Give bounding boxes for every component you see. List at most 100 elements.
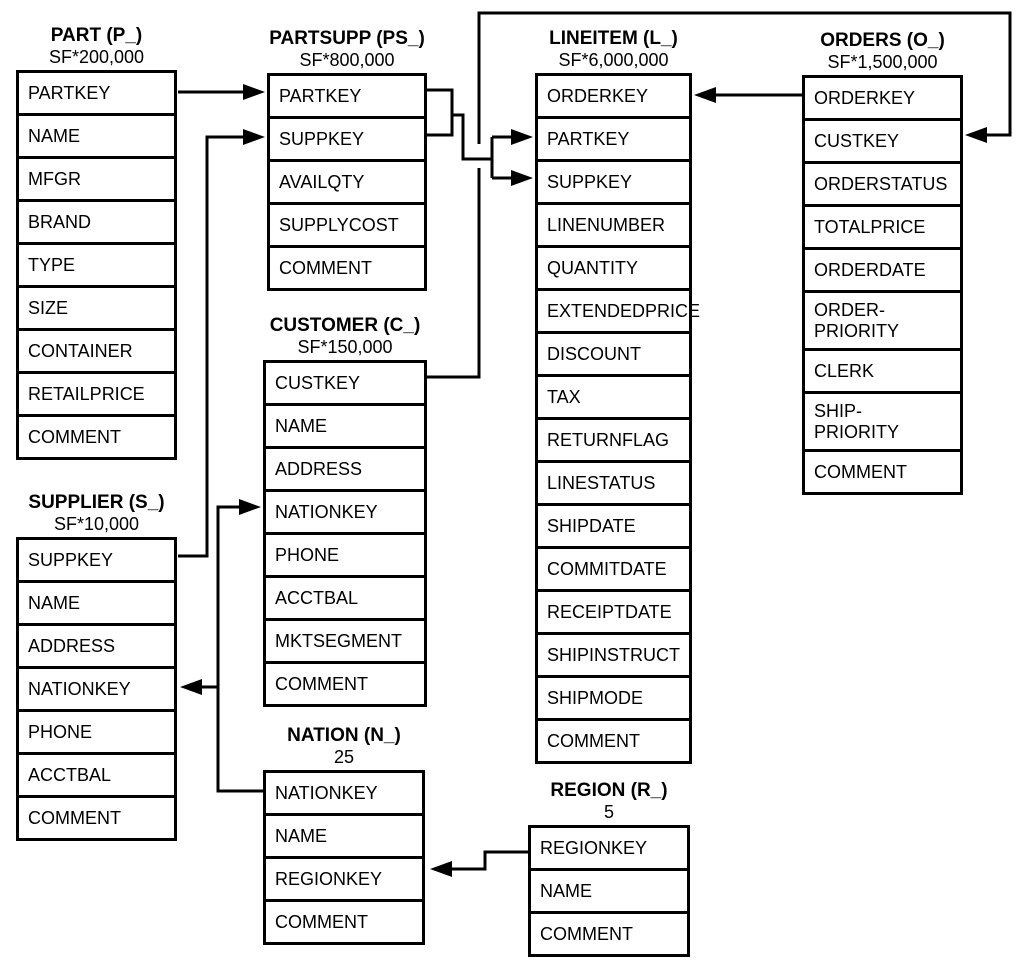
table-row: RETAILPRICE <box>19 371 174 414</box>
column-label: PARTKEY <box>279 85 362 106</box>
table-row: SUPPKEY <box>19 540 174 580</box>
table-row: NAME <box>19 113 174 156</box>
table-title: LINEITEM (L_) <box>549 28 678 49</box>
column-label: ORDERKEY <box>547 85 649 106</box>
table-row: TYPE <box>19 242 174 285</box>
column-label: COMMENT <box>814 461 907 482</box>
table-row: COMMENT <box>266 661 424 704</box>
column-label: MKTSEGMENT <box>275 630 403 651</box>
column-label: TOTALPRICE <box>814 216 926 237</box>
column-label: NAME <box>275 415 328 436</box>
column-label: DISCOUNT <box>547 343 641 364</box>
table-title: NATION (N_) <box>287 725 401 746</box>
table-row: NATIONKEY <box>19 666 174 709</box>
table-row: TOTALPRICE <box>805 204 960 247</box>
column-label: ADDRESS <box>275 458 363 479</box>
table-row: COMMITDATE <box>538 546 689 589</box>
table-row: RECEIPTDATE <box>538 589 689 632</box>
table-row: PARTKEY <box>538 116 689 159</box>
table-row: NAME <box>19 580 174 623</box>
table-row: SIZE <box>19 285 174 328</box>
arrowhead-lineitem-suppkey <box>511 170 533 186</box>
table-row: CUSTKEY <box>805 118 960 161</box>
table-row: ORDER- PRIORITY <box>805 290 960 348</box>
table-title: REGION (R_) <box>550 780 668 801</box>
column-label: PARTKEY <box>547 128 630 149</box>
column-label: PARTKEY <box>28 82 111 103</box>
table-row: NAME <box>266 813 422 856</box>
table-row: ORDERKEY <box>538 76 689 116</box>
table-row: SUPPLYCOST <box>270 202 424 245</box>
table-row: DISCOUNT <box>538 331 689 374</box>
table-title: SUPPLIER (S_) <box>28 492 165 513</box>
column-label: COMMENT <box>275 673 368 694</box>
arrowhead-lineitem-partkey <box>511 129 533 145</box>
column-label: ACCTBAL <box>275 587 359 608</box>
table-row: RETURNFLAG <box>538 417 689 460</box>
table-row: SHIP- PRIORITY <box>805 391 960 449</box>
table-row: SHIPMODE <box>538 675 689 718</box>
column-label: NATIONKEY <box>275 501 378 522</box>
wire-supplier-partsupp <box>178 135 243 558</box>
table-cardinality: SF*1,500,000 <box>827 52 938 72</box>
table-row: PARTKEY <box>19 73 174 113</box>
column-label: QUANTITY <box>547 257 639 278</box>
table-row: NAME <box>266 403 424 446</box>
column-label: SIZE <box>28 297 69 318</box>
column-label: ORDERKEY <box>814 87 916 108</box>
column-label: COMMITDATE <box>547 558 667 579</box>
arrowhead-customer-nationkey <box>239 499 261 515</box>
arrowhead-partsupp-suppkey <box>243 129 265 145</box>
column-label: CUSTKEY <box>275 372 361 393</box>
column-label: SUPPKEY <box>279 128 365 149</box>
column-label: REGIONKEY <box>540 837 648 858</box>
column-label: NAME <box>275 825 328 846</box>
column-label: COMMENT <box>275 911 368 932</box>
column-label: NAME <box>28 592 81 613</box>
column-label: ORDERSTATUS <box>814 173 948 194</box>
table-row: ORDERKEY <box>805 78 960 118</box>
column-label: COMMENT <box>28 807 121 828</box>
table-row: LINENUMBER <box>538 202 689 245</box>
column-label: ORDERDATE <box>814 259 926 280</box>
table-row: NATIONKEY <box>266 773 422 813</box>
column-label: ORDER- PRIORITY <box>814 299 900 341</box>
column-label: RETAILPRICE <box>28 383 145 404</box>
arrowhead-partsupp-partkey <box>243 84 265 100</box>
column-label: NAME <box>28 125 81 146</box>
column-label: RETURNFLAG <box>547 429 670 450</box>
column-label: ADDRESS <box>28 635 116 656</box>
column-label: CONTAINER <box>28 340 133 361</box>
column-label: ACCTBAL <box>28 764 112 785</box>
column-label: NAME <box>540 880 593 901</box>
table-cardinality: SF*6,000,000 <box>558 50 669 70</box>
table-row: CONTAINER <box>19 328 174 371</box>
column-label: COMMENT <box>279 257 372 278</box>
table-title: ORDERS (O_) <box>820 30 945 51</box>
column-label: SHIPMODE <box>547 687 644 708</box>
column-label: TYPE <box>28 254 76 275</box>
column-label: SHIPINSTRUCT <box>547 644 681 665</box>
table-row: SUPPKEY <box>270 116 424 159</box>
column-label: SUPPLYCOST <box>279 214 399 235</box>
table-row: MKTSEGMENT <box>266 618 424 661</box>
table-row: LINESTATUS <box>538 460 689 503</box>
table-row: SHIPDATE <box>538 503 689 546</box>
table-row: TAX <box>538 374 689 417</box>
table-row: COMMENT <box>270 245 424 288</box>
table-row: EXTENDEDPRICE <box>538 288 700 331</box>
wire-partsupp-suppkey-stub <box>427 112 454 137</box>
table-lineitem: LINEITEM (L_) SF*6,000,000 ORDERKEY PARTK… <box>535 28 700 764</box>
table-orders: ORDERS (O_) SF*1,500,000 ORDERKEY CUSTKEY… <box>802 30 963 495</box>
column-label: SHIP- PRIORITY <box>814 400 900 442</box>
table-cardinality: SF*800,000 <box>299 50 395 70</box>
